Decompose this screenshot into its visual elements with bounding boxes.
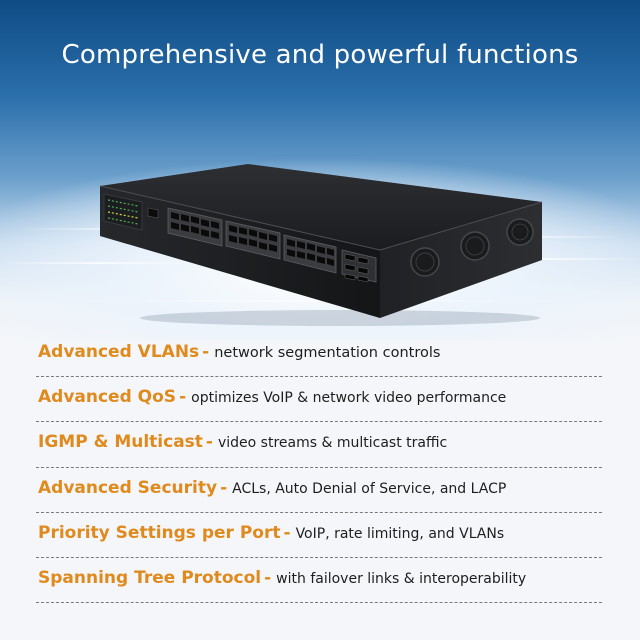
separator: - <box>220 477 228 498</box>
light-streak <box>450 258 640 260</box>
status-leds <box>103 193 143 231</box>
separator: - <box>205 432 213 453</box>
separator: - <box>264 567 272 588</box>
feature-title: Priority Settings per Port <box>38 522 281 543</box>
page-title: Comprehensive and powerful functions <box>61 40 579 70</box>
feature-description: video streams & multicast traffic <box>217 435 448 452</box>
switch-side-panel <box>380 202 542 318</box>
cooling-fans <box>410 218 534 277</box>
separator: - <box>283 522 291 543</box>
feature-row: Spanning Tree Protocol-with failover lin… <box>36 558 602 604</box>
feature-title: Advanced VLANs <box>38 342 200 362</box>
feature-row: Priority Settings per Port-VoIP, rate li… <box>36 513 602 558</box>
feature-row: Advanced Security-ACLs, Auto Denial of S… <box>36 468 602 513</box>
light-streak <box>0 262 200 264</box>
sfp-port-group <box>341 249 377 283</box>
separator: - <box>179 387 187 408</box>
feature-title: Advanced QoS <box>38 387 177 408</box>
feature-title: Spanning Tree Protocol <box>38 567 262 588</box>
switch-top <box>100 164 542 250</box>
feature-description: optimizes VoIP & network video performan… <box>191 390 507 407</box>
console-port <box>147 207 159 219</box>
feature-description: VoIP, rate limiting, and VLANs <box>295 525 505 542</box>
feature-title: Advanced Security <box>38 477 218 498</box>
feature-row: IGMP & Multicast-video streams & multica… <box>36 422 602 468</box>
rj45-port-group <box>225 220 281 260</box>
feature-description: network segmentation controls <box>214 345 441 361</box>
separator: - <box>202 342 210 362</box>
feature-row: Advanced VLANs-network segmentation cont… <box>36 332 602 378</box>
light-streak <box>60 300 580 302</box>
feature-description: ACLs, Auto Denial of Service, and LACP <box>232 480 507 497</box>
feature-description: with failover links & interoperability <box>276 570 527 587</box>
feature-row: Advanced QoS-optimizes VoIP & network vi… <box>36 377 602 423</box>
network-switch-image <box>99 164 543 326</box>
feature-title: IGMP & Multicast <box>38 432 203 453</box>
feature-list: Advanced VLANs-network segmentation cont… <box>36 332 602 604</box>
hero-banner: Comprehensive and powerful functions <box>0 0 640 340</box>
rj45-port-group <box>283 234 337 274</box>
rj45-port-group <box>167 207 223 247</box>
